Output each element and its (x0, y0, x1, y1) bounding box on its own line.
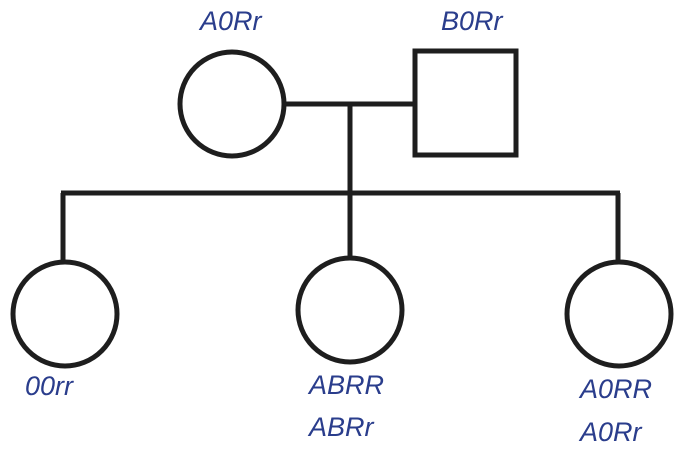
child-1-genotype-label: 00rr (25, 371, 74, 401)
child-3-genotype-label-1: A0RR (580, 374, 653, 404)
child-1-circle (10, 259, 120, 369)
child-3-circle (564, 259, 674, 369)
child-3-genotype-label-2: A0Rr (580, 417, 642, 447)
mother-circle (177, 49, 287, 159)
child-2-genotype-label-2: ABRr (309, 412, 374, 442)
child-2-circle (295, 255, 405, 365)
father-genotype-label: B0Rr (441, 6, 503, 36)
mother-genotype-label: A0Rr (200, 6, 262, 36)
child-2-genotype-label-1: ABRR (309, 370, 385, 400)
father-square (412, 48, 519, 158)
